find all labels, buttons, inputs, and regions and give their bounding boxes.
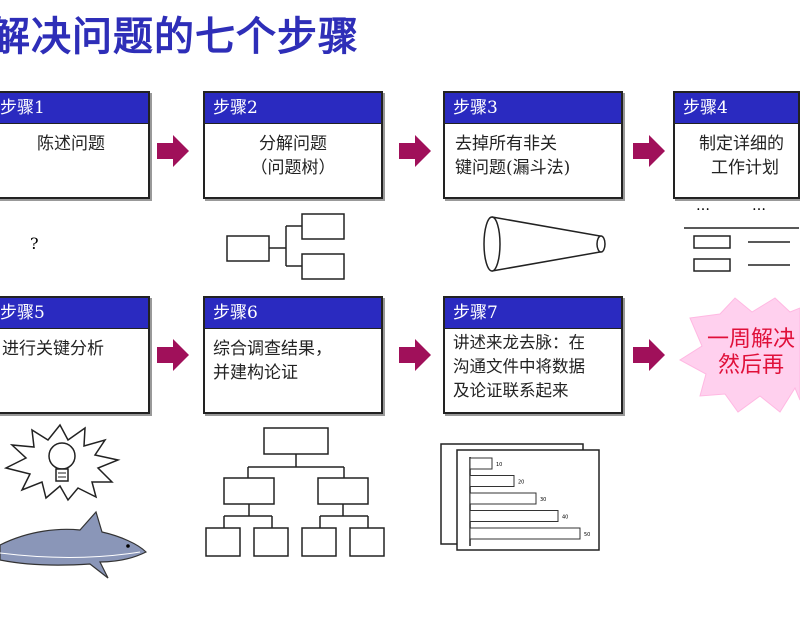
- step-2-line1: 分解问题: [259, 134, 327, 154]
- arrow-right-icon: [633, 339, 665, 371]
- question-mark-icon: ?: [30, 234, 39, 253]
- arrow-right-icon: [633, 135, 665, 167]
- mini-bar: [469, 510, 559, 522]
- step-5-text: 进行关键分析: [2, 339, 104, 359]
- burst-callout: 一周解决 然后再: [704, 327, 798, 379]
- step-6-line1: 综合调查结果，: [213, 339, 332, 359]
- mini-bar: [469, 492, 537, 505]
- step-7-header: 步骤7: [445, 298, 621, 329]
- step-2-box: 步骤2 分解问题 （问题树）: [203, 91, 383, 199]
- mini-bar-label: 20: [518, 480, 524, 486]
- mini-bar-label: 30: [540, 497, 546, 503]
- step-3-line2: 键问题(漏斗法): [455, 158, 571, 178]
- step-7-line1: 讲述来龙去脉：在: [453, 333, 585, 352]
- mini-bar-label: 40: [562, 515, 568, 521]
- ellipsis-icon: …: [696, 198, 710, 214]
- step-6-line2: 并建构论证: [213, 363, 298, 383]
- burst-line2: 然后再: [717, 353, 784, 378]
- step-5-box: 步骤5 进行关键分析: [0, 296, 150, 414]
- mini-bar: [469, 475, 515, 487]
- step-1-box: 步骤1 陈述问题: [0, 91, 150, 199]
- step-6-box: 步骤6 综合调查结果， 并建构论证: [203, 296, 383, 414]
- step-6-header: 步骤6: [205, 298, 381, 329]
- step-4-box: 步骤4 制定详细的工作计划: [673, 91, 800, 199]
- ellipsis-icon: …: [752, 198, 766, 214]
- step-7-line2: 沟通文件中将数据: [453, 357, 585, 376]
- step-3-line1: 去掉所有非关: [455, 134, 557, 154]
- page-title: 解决问题的七个步骤: [0, 14, 359, 60]
- step-5-header: 步骤5: [0, 298, 148, 329]
- step-1-header: 步骤1: [0, 93, 148, 124]
- step-2-line2: （问题树）: [250, 158, 336, 178]
- mini-bar-label: 10: [496, 462, 502, 468]
- arrow-right-icon: [399, 135, 431, 167]
- step-2-header: 步骤2: [205, 93, 381, 124]
- mini-bar-label: 50: [584, 532, 590, 538]
- mini-bar: [469, 527, 581, 540]
- step-4-header: 步骤4: [675, 93, 798, 124]
- step-3-box: 步骤3 去掉所有非关键问题(漏斗法): [443, 91, 623, 199]
- step-7-line3: 及论证联系起来: [453, 381, 569, 400]
- step-7-box: 步骤7 讲述来龙去脉：在沟通文件中将数据及论证联系起来: [443, 296, 623, 414]
- step-3-header: 步骤3: [445, 93, 621, 124]
- step-4-line2: 工作计划: [711, 158, 779, 178]
- step-4-line1: 制定详细的: [699, 134, 784, 154]
- arrow-right-icon: [157, 339, 189, 371]
- mini-bar: [469, 457, 493, 470]
- step-1-text: 陈述问题: [37, 134, 105, 154]
- arrow-right-icon: [157, 135, 189, 167]
- burst-line1: 一周解决: [706, 327, 795, 352]
- arrow-right-icon: [399, 339, 431, 371]
